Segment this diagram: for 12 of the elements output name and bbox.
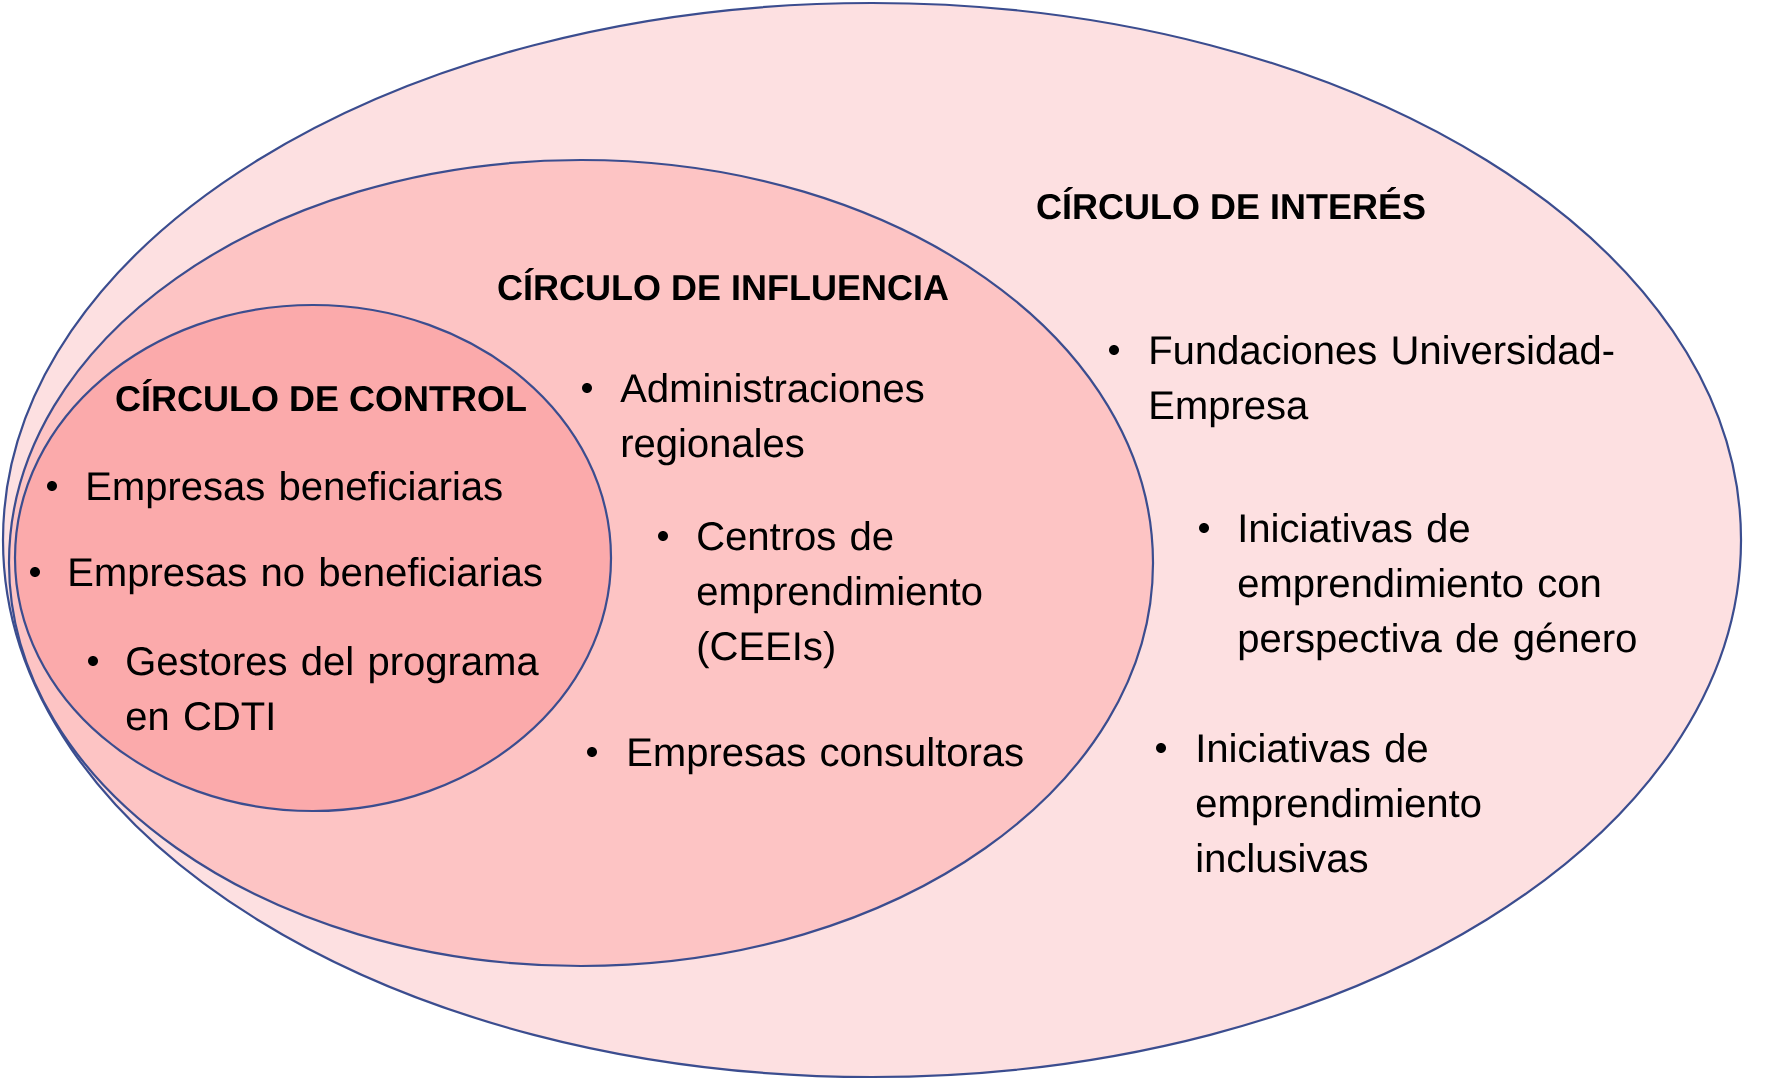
list-item: Gestores del programa en CDTI xyxy=(126,646,539,731)
list-item: Empresas consultoras xyxy=(629,737,1023,775)
list-item: Centros de emprendimiento (CEEIs) xyxy=(697,521,982,669)
list-item: Iniciativas de emprendimiento inclusivas xyxy=(1196,733,1481,873)
heading: CÍRCULO DE CONTROL xyxy=(116,379,526,412)
list-item: Administraciones regionales xyxy=(620,373,924,466)
heading: CÍRCULO DE INTERÉS xyxy=(1037,187,1425,220)
list-item: Fundaciones Universidad-Empresa xyxy=(1151,335,1614,428)
list-item: Empresas beneficiarias xyxy=(88,471,502,509)
heading: CÍRCULO DE INFLUENCIA xyxy=(498,268,948,301)
list-item: Iniciativas de emprendimiento con perspectiva de género xyxy=(1238,513,1636,661)
list-item: Empresas no beneficiarias xyxy=(70,557,542,595)
